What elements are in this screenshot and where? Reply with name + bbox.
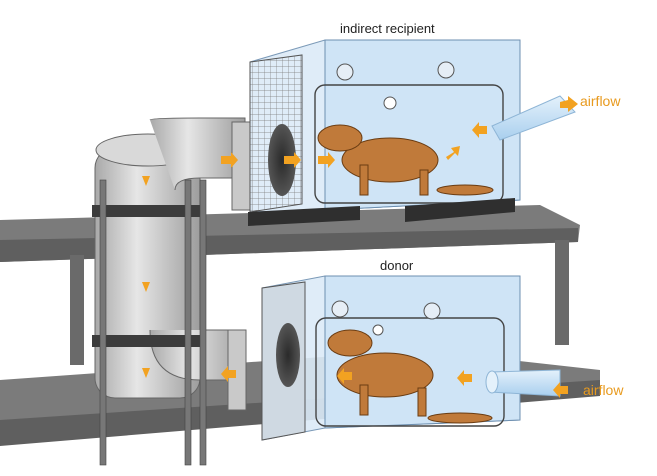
flow-arrow-icon: [142, 176, 150, 378]
indirect-recipient-label: indirect recipient: [340, 21, 435, 36]
donor-label: donor: [380, 258, 414, 273]
fan-icon: [276, 323, 300, 387]
airflow-bottom-label: airflow: [583, 382, 624, 398]
flow-arrow-icon: [221, 122, 487, 168]
airflow-top-label: airflow: [580, 93, 621, 109]
ferret-icon: [327, 329, 493, 424]
fan-icon: [268, 124, 296, 196]
indirect-recipient-cage: [221, 39, 578, 226]
air-duct: [92, 117, 246, 466]
ferret-icon: [317, 124, 494, 196]
flow-arrow-icon: [221, 366, 472, 386]
donor-cage: [221, 275, 568, 441]
